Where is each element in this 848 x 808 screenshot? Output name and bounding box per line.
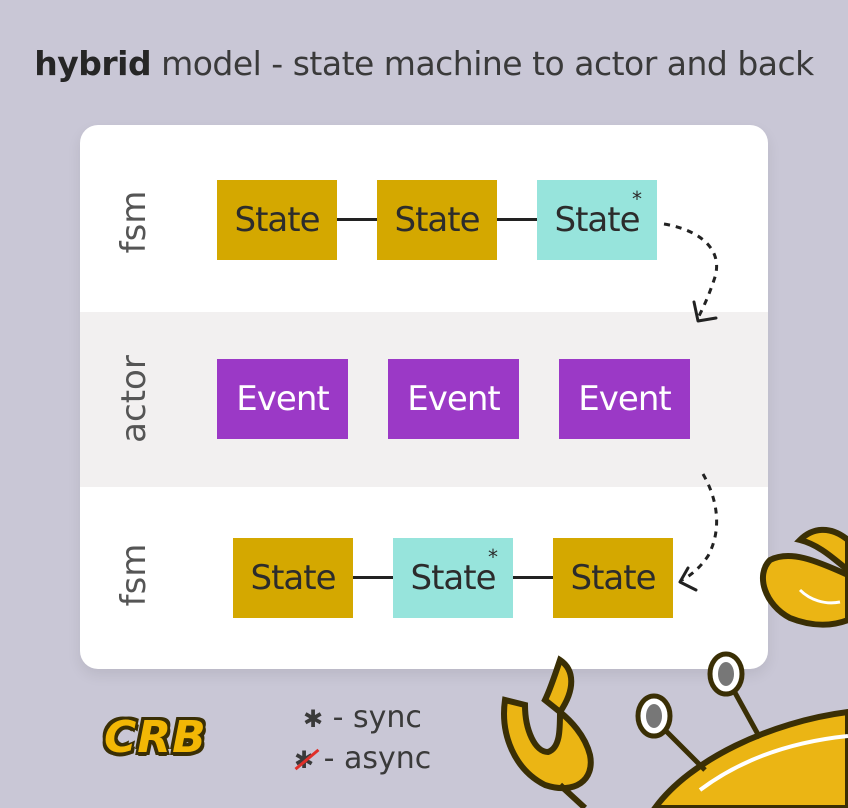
sync-asterisk-icon: ✱ [303,705,324,733]
state-node: State [217,180,337,260]
diagram-card: fsm actor fsm State State State * Event … [80,125,768,669]
state-link [336,218,378,221]
crab-illustration [501,526,848,808]
legend-sync: ✱ - sync [303,700,422,735]
sync-asterisk-icon: * [632,187,642,211]
async-asterisk-icon: ✱ [294,741,320,776]
state-node-sync: State [393,538,513,618]
dashed-arrow-icon [663,222,719,323]
page-title: hybrid model - state machine to actor an… [0,44,848,83]
title-rest: model - state machine to actor and back [151,44,814,83]
state-link [512,576,554,579]
dashed-arrow-icon [678,473,719,592]
state-node: State [553,538,673,618]
title-bold: hybrid [34,44,152,83]
event-node: Event [559,359,690,439]
state-node-sync: State [537,180,657,260]
legend-async-text: - async [323,741,432,776]
state-node: State [377,180,497,260]
legend-sync-text: - sync [332,700,422,735]
crb-logo: CRB [104,712,207,763]
state-link [352,576,394,579]
event-node: Event [217,359,348,439]
event-node: Event [388,359,519,439]
legend-async: ✱ - async [294,741,431,776]
state-link [496,218,538,221]
state-node: State [233,538,353,618]
sync-asterisk-icon: * [488,545,498,569]
